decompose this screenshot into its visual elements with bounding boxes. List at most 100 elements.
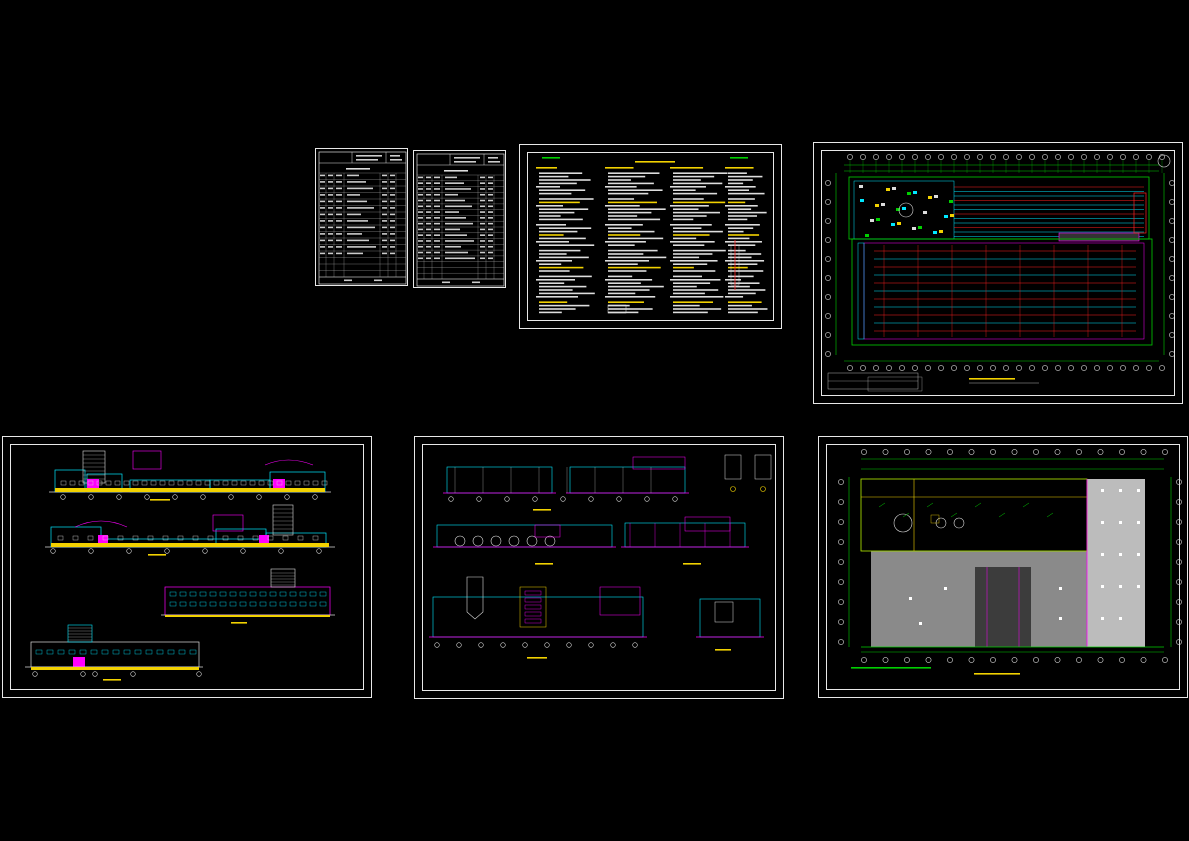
index-cell-text xyxy=(382,200,387,203)
design-notes-svg xyxy=(536,157,768,314)
notes-text-line xyxy=(728,175,763,178)
fixture-symbol xyxy=(891,223,895,226)
index-cell-text xyxy=(434,193,440,196)
sheet-roof-plan[interactable] xyxy=(818,436,1188,698)
notes-text-line xyxy=(673,189,696,191)
index-header-text xyxy=(356,159,378,161)
grid-bubble-bottom xyxy=(990,365,996,371)
index-cell-text xyxy=(320,181,325,183)
grid-bubble-bottom xyxy=(1162,657,1168,663)
window xyxy=(285,480,292,486)
fixture-symbol xyxy=(881,203,885,206)
index-cell-text xyxy=(336,194,342,196)
sheet-drawing-index-2[interactable] xyxy=(413,150,506,288)
grid-bubble-right xyxy=(1169,294,1175,300)
grid-bubble-top xyxy=(882,449,889,455)
sheet-elevations[interactable] xyxy=(2,436,372,698)
notes-text-line xyxy=(673,182,723,185)
grid-bubble-top xyxy=(1068,154,1074,160)
window xyxy=(199,601,207,607)
notes-text-line xyxy=(608,249,658,252)
grid-bubble xyxy=(278,548,284,554)
index-footer-text xyxy=(472,281,480,284)
window xyxy=(279,601,287,607)
window xyxy=(167,649,175,655)
fixture-symbol xyxy=(865,234,869,237)
grid-bubble-bottom xyxy=(925,657,932,663)
notes-text-line xyxy=(539,263,562,265)
tank-circle xyxy=(472,535,484,547)
grid-bubble-bottom xyxy=(912,365,918,371)
lower-hall-corridor xyxy=(857,242,865,340)
grid-bubble xyxy=(80,671,86,677)
grid-bubble-top xyxy=(990,449,996,455)
fixture-symbol xyxy=(923,211,927,214)
index-cell-text xyxy=(418,251,423,254)
grid-bubble-top xyxy=(964,154,970,160)
fixture-symbol xyxy=(949,200,953,203)
index-cell-text xyxy=(488,228,493,231)
elevation-label xyxy=(148,554,166,556)
index-cell-text xyxy=(336,213,342,216)
index-cell-text xyxy=(434,222,440,225)
index-cell-text xyxy=(382,226,387,229)
notes-text-line xyxy=(536,186,560,188)
window xyxy=(267,535,274,541)
notes-text-line xyxy=(539,189,586,191)
index-cell-text xyxy=(434,217,440,219)
window xyxy=(209,591,217,597)
fixture-symbol xyxy=(912,227,916,230)
grid-bubble-top xyxy=(947,449,953,455)
section-outline xyxy=(436,524,613,548)
stair-step xyxy=(524,611,542,617)
stair-step xyxy=(524,604,542,610)
notes-text-line xyxy=(728,189,749,191)
sheet-floor-plan[interactable] xyxy=(813,142,1183,404)
fixture-symbol xyxy=(875,204,879,207)
index-cell-text xyxy=(390,252,395,255)
grid-bubble-right xyxy=(1176,559,1182,565)
grid-bubble-bottom xyxy=(1055,365,1061,371)
window xyxy=(90,649,98,655)
index-cell-text xyxy=(488,211,493,213)
index-cell-text xyxy=(328,200,333,203)
notes-text-line xyxy=(608,304,630,307)
section-label xyxy=(715,649,731,651)
index-cell-text xyxy=(426,176,431,179)
grid-bubble-top xyxy=(886,154,892,160)
grid-bubble-bottom xyxy=(904,657,910,663)
grid-bubble-right xyxy=(1176,639,1182,645)
entrance-magenta xyxy=(273,479,285,488)
index-table-border xyxy=(318,151,407,285)
roof-drain xyxy=(1137,489,1140,492)
grid-bubble-right xyxy=(1176,519,1182,525)
index-cell-text xyxy=(488,251,493,254)
window xyxy=(319,601,327,607)
sheet-sections[interactable] xyxy=(414,436,784,699)
window xyxy=(258,480,265,486)
notes-text-line xyxy=(673,192,718,195)
grid-bubble-top xyxy=(1146,154,1152,160)
index-cell-text xyxy=(445,188,471,190)
index-cell-text xyxy=(347,220,368,222)
grid-bubble xyxy=(126,548,132,554)
roof-drain xyxy=(1059,617,1062,620)
grid-bubble xyxy=(130,671,136,677)
grid-bubble-bottom xyxy=(1076,657,1082,663)
index-cell-text xyxy=(382,207,387,209)
index-cell-text xyxy=(390,213,395,216)
notes-text-line xyxy=(536,279,575,281)
window xyxy=(150,480,157,486)
index-cell-text xyxy=(434,182,440,184)
notes-text-line xyxy=(728,234,760,236)
sheet-design-notes[interactable] xyxy=(519,144,782,329)
notes-text-line xyxy=(536,224,566,226)
window xyxy=(240,480,247,486)
notes-text-line xyxy=(725,224,760,226)
roof-drain xyxy=(1101,617,1104,620)
index-cell-text xyxy=(347,174,359,177)
sheet-drawing-index-1[interactable] xyxy=(315,148,408,286)
index-cell-text xyxy=(426,193,431,196)
notes-text-line xyxy=(728,301,762,303)
north-arrow-icon xyxy=(1157,154,1171,168)
